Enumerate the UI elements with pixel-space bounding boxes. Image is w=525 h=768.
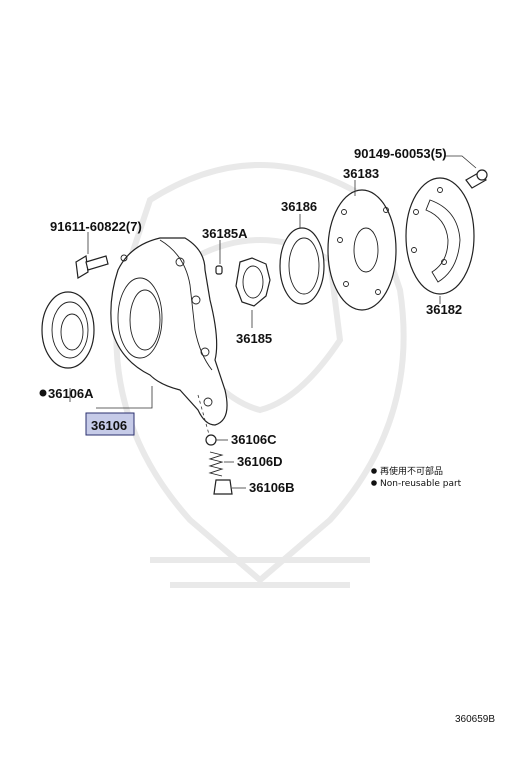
label-36185[interactable]: 36185 bbox=[236, 331, 272, 346]
cover-36182[interactable] bbox=[405, 177, 475, 295]
outer-gear-36186[interactable] bbox=[279, 227, 325, 305]
highlight-box-36106 bbox=[85, 412, 135, 436]
pump-body-36106[interactable] bbox=[110, 237, 228, 439]
plate-36183[interactable] bbox=[327, 189, 397, 311]
label-36106C[interactable]: 36106C bbox=[231, 432, 277, 447]
label-36106B[interactable]: 36106B bbox=[249, 480, 295, 495]
label-36106D[interactable]: 36106D bbox=[237, 454, 283, 469]
diagram-id: 360659B bbox=[455, 714, 495, 725]
legend-bullet-en bbox=[371, 480, 377, 486]
label-90149[interactable]: 90149-60053(5) bbox=[354, 146, 447, 161]
label-36185A[interactable]: 36185A bbox=[202, 226, 248, 241]
screw-90149[interactable] bbox=[465, 169, 488, 189]
legend: 再使用不可部品 Non-reusable part bbox=[371, 465, 462, 489]
bolt-91611[interactable] bbox=[75, 255, 109, 279]
legend-text-ja: 再使用不可部品 bbox=[380, 465, 443, 477]
pin-36185A[interactable] bbox=[215, 265, 223, 275]
ball-36106C[interactable] bbox=[205, 434, 217, 446]
label-36182[interactable]: 36182 bbox=[426, 302, 462, 317]
legend-text-en: Non-reusable part bbox=[380, 479, 462, 489]
label-36183[interactable]: 36183 bbox=[343, 166, 379, 181]
oil-seal-36106A[interactable] bbox=[41, 291, 95, 369]
inner-gear-36185[interactable] bbox=[235, 257, 271, 307]
label-36106A[interactable]: 36106A bbox=[48, 386, 94, 401]
leader-lines bbox=[69, 155, 477, 489]
non-reusable-marker bbox=[39, 389, 47, 397]
label-36186[interactable]: 36186 bbox=[281, 199, 317, 214]
spring-36106D[interactable] bbox=[208, 451, 224, 477]
label-36106[interactable]: 36106 bbox=[91, 418, 127, 433]
plug-36106B[interactable] bbox=[213, 479, 233, 495]
label-91611[interactable]: 91611-60822(7) bbox=[50, 219, 142, 234]
legend-bullet-ja bbox=[371, 468, 377, 474]
